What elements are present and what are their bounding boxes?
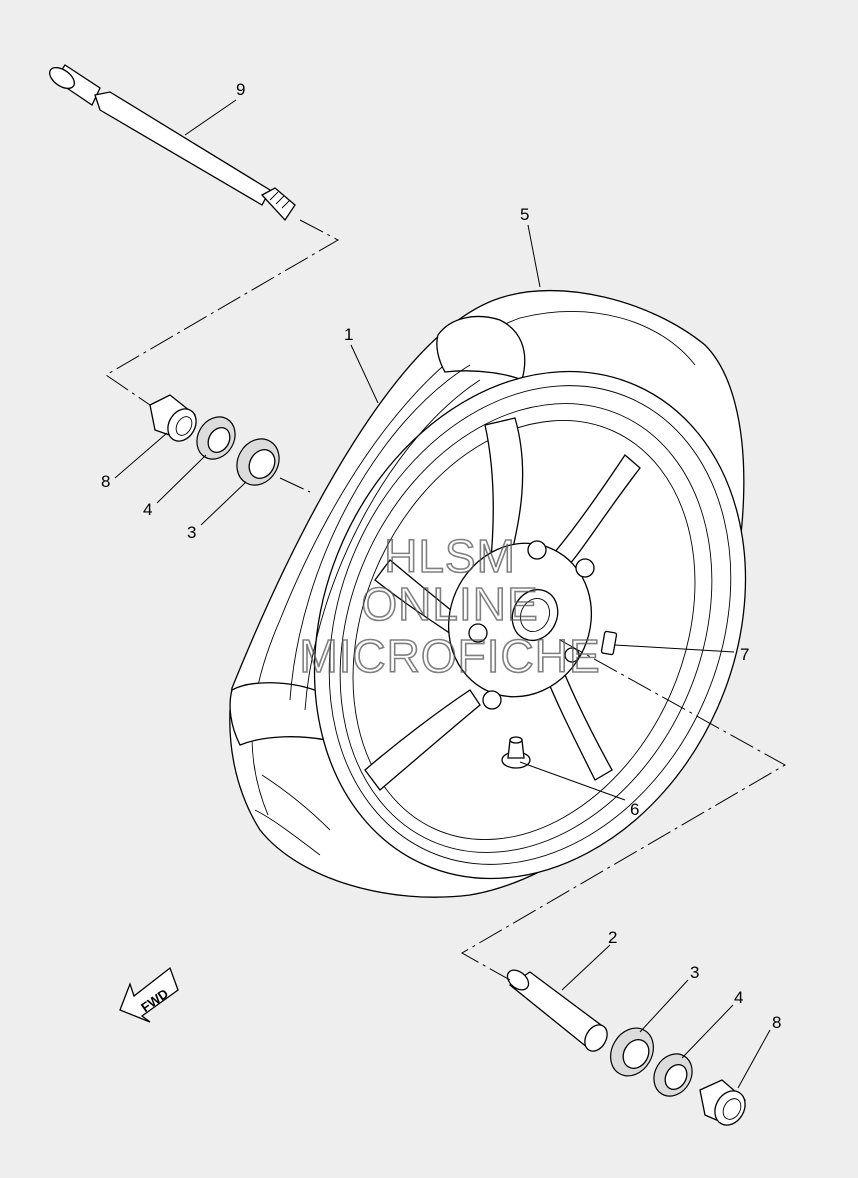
watermark-line-1: HLSM [384,530,516,582]
callout-6: 6 [630,800,639,819]
assembly-lines [105,219,787,981]
front-axle [48,64,296,222]
watermark: HLSM ONLINE MICROFICHE [299,529,601,683]
callout-7: 7 [740,645,749,664]
valve-stem [501,736,531,769]
oil-seal-left [196,416,236,460]
callout-labels: 9 5 1 8 4 3 7 6 2 3 4 8 [101,80,781,1032]
callout-3-left: 3 [187,523,196,542]
collar-right [699,1079,746,1126]
wheel-spokes [364,417,641,791]
collar-left [149,394,197,442]
callout-8-right: 8 [772,1013,781,1032]
oil-seal-right [653,1053,693,1097]
watermark-line-3: MICROFICHE [299,630,600,682]
bearing-left [236,438,280,486]
watermark-line-2: ONLINE [361,578,538,630]
callout-1: 1 [344,325,353,344]
callout-4-left: 4 [143,500,152,519]
leader-lines [114,99,771,1089]
callout-2: 2 [608,928,617,947]
spacer [506,969,608,1052]
wheel-hub [447,540,595,710]
callout-4-right: 4 [734,988,743,1007]
callout-9: 9 [236,80,245,99]
callout-8-left: 8 [101,472,110,491]
callout-5: 5 [520,205,529,224]
callout-3-right: 3 [690,963,699,982]
bearing-right [610,1027,654,1077]
fwd-arrow-icon: FWD [119,966,179,1023]
balance-weight [600,630,618,656]
